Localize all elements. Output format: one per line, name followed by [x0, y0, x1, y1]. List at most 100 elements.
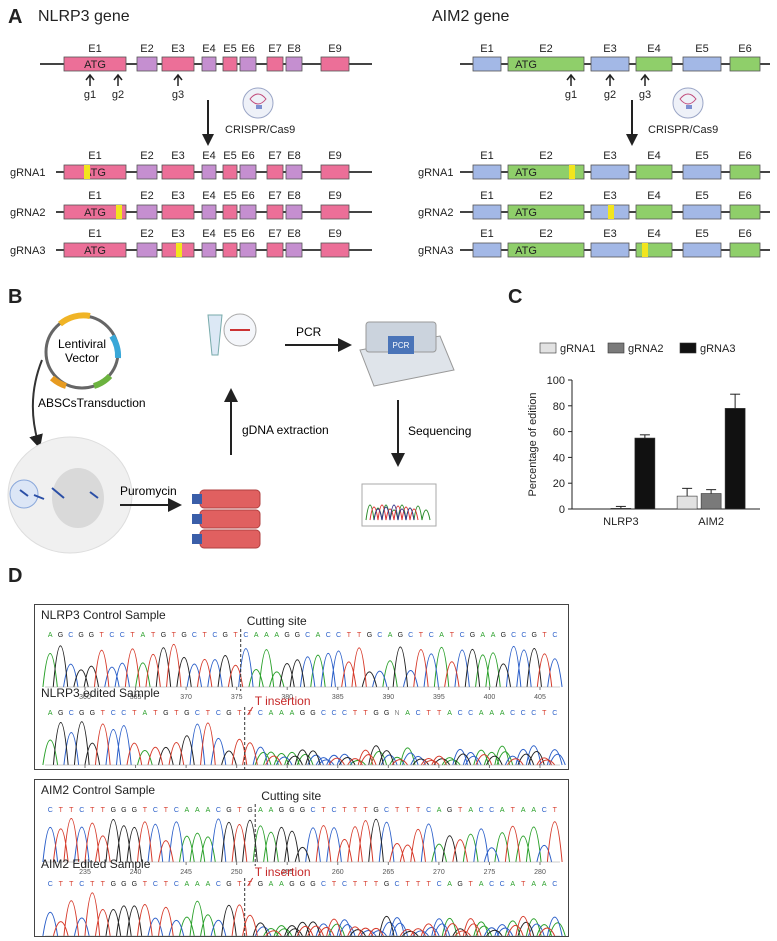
exon-e3 — [590, 164, 630, 180]
base-letter: G — [470, 632, 475, 639]
trace-a — [179, 900, 566, 937]
exon-e2 — [507, 56, 585, 72]
base-letter: T — [59, 807, 64, 814]
base-letter: T — [59, 881, 64, 888]
base-letter: T — [521, 881, 526, 888]
base-letter: A — [491, 632, 496, 639]
exon-e3 — [161, 204, 195, 220]
insertion-label: T insertion — [255, 694, 311, 708]
exon-label: E5 — [223, 43, 236, 55]
base-letter: T — [90, 807, 95, 814]
base-letter: A — [185, 881, 190, 888]
base-letter: T — [553, 807, 558, 814]
exon-e2 — [136, 164, 158, 180]
base-letter: A — [439, 632, 444, 639]
exon-label: E5 — [695, 150, 708, 162]
base-letter: T — [90, 881, 95, 888]
base-letter: C — [408, 632, 413, 639]
pcr-label: PCR — [296, 325, 322, 339]
base-letter: G — [132, 881, 137, 888]
pcr-machine-icon — [359, 321, 455, 387]
trace-c — [42, 912, 563, 937]
base-letter: C — [79, 807, 84, 814]
base-letter: T — [164, 881, 169, 888]
trace-t — [52, 818, 563, 863]
guide-label: g2 — [112, 89, 124, 101]
atg-label: ATG — [84, 207, 106, 219]
base-letter: A — [269, 881, 274, 888]
base-letter: A — [500, 807, 505, 814]
sample-title: AIM2 Control Sample — [41, 783, 155, 797]
puromycin-label: Puromycin — [120, 484, 177, 498]
exon-label: E5 — [695, 190, 708, 202]
guide-label: g1 — [565, 89, 577, 101]
y-tick-label: 80 — [553, 401, 565, 413]
exon-label: E3 — [603, 190, 616, 202]
exon-e8 — [285, 56, 303, 72]
base-letter: G — [447, 807, 452, 814]
base-letter: G — [532, 632, 537, 639]
base-letter: G — [295, 632, 300, 639]
base-letter: A — [274, 632, 279, 639]
base-letter: T — [132, 710, 137, 717]
base-letter: T — [347, 632, 352, 639]
exon-e6 — [239, 164, 257, 180]
x-tick-label: NLRP3 — [603, 516, 638, 528]
nlrp3-crispr-label: CRISPR/Cas9 — [225, 124, 296, 136]
exon-label: E4 — [202, 228, 215, 240]
exon-label: E1 — [88, 43, 101, 55]
atg-label: ATG — [515, 167, 537, 179]
cell-icon — [7, 436, 133, 554]
bar-grna3-aim2 — [724, 408, 746, 510]
base-letter: C — [111, 710, 116, 717]
exon-e2 — [507, 164, 585, 180]
base-letter: T — [100, 632, 105, 639]
base-letter: C — [192, 632, 197, 639]
base-letter: G — [279, 807, 284, 814]
base-letter: G — [284, 632, 289, 639]
base-letter: T — [143, 807, 148, 814]
base-letter: T — [332, 881, 337, 888]
base-letter: C — [521, 710, 526, 717]
base-letter: T — [321, 807, 326, 814]
base-letter: C — [212, 632, 217, 639]
guide-label: g1 — [84, 89, 96, 101]
exon-e4 — [635, 242, 673, 258]
base-letter: T — [101, 710, 106, 717]
edit-site-marker — [84, 165, 90, 179]
exon-e1 — [472, 56, 502, 72]
base-letter: G — [398, 632, 403, 639]
base-letter: C — [416, 710, 421, 717]
base-letter: A — [531, 881, 536, 888]
base-letter: C — [336, 632, 341, 639]
base-letter: C — [174, 881, 179, 888]
exon-e5 — [222, 164, 238, 180]
edit-site-marker — [608, 205, 614, 219]
guide-label: g3 — [172, 89, 184, 101]
base-letter: G — [111, 807, 116, 814]
exon-e5 — [222, 204, 238, 220]
base-letter: G — [111, 881, 116, 888]
base-letter: T — [419, 632, 424, 639]
exon-e9 — [320, 204, 350, 220]
base-letter: A — [489, 710, 494, 717]
exon-label: E1 — [88, 150, 101, 162]
base-letter: C — [331, 710, 336, 717]
transduction-label: ABSCsTransduction — [38, 396, 146, 410]
exon-label: E9 — [328, 43, 341, 55]
bar-grna2-aim2 — [700, 493, 722, 510]
base-letter: A — [143, 710, 148, 717]
base-letter: G — [181, 632, 186, 639]
position-tick-label: 245 — [180, 869, 192, 876]
exon-e3 — [161, 164, 195, 180]
base-letter: G — [58, 632, 63, 639]
base-letter: C — [310, 807, 315, 814]
exon-e4 — [635, 56, 673, 72]
edit-site-marker — [569, 165, 575, 179]
position-tick-label: 395 — [433, 694, 445, 701]
exon-label: E4 — [202, 43, 215, 55]
